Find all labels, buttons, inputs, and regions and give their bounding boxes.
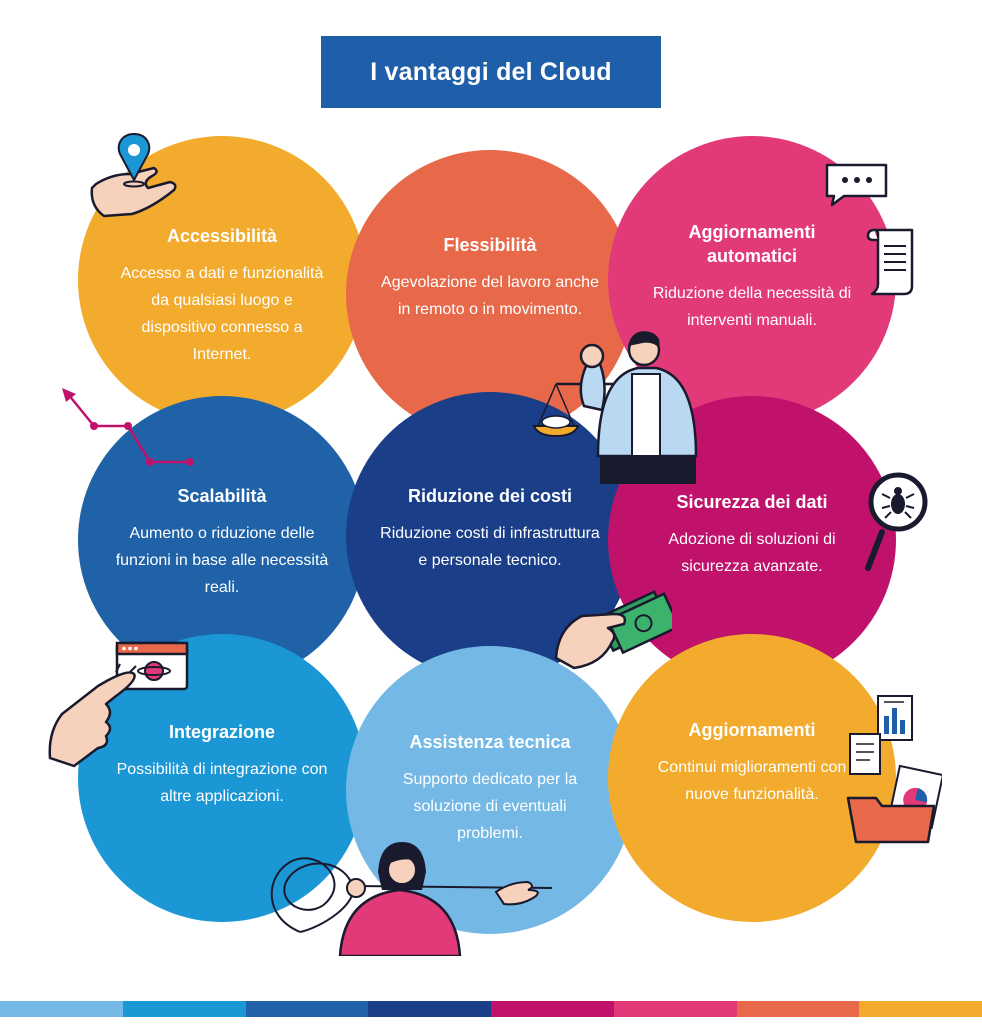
card-title: Flessibilità — [443, 235, 537, 255]
chat-bubble-icon — [825, 163, 888, 207]
card-flessibilita: Flessibilità Agevolazione del lavoro anc… — [346, 150, 634, 438]
bottom-bar-segment — [0, 1001, 123, 1017]
card-text: Continui miglioramenti con nuove funzion… — [657, 759, 847, 803]
bottom-bar-segment — [613, 1001, 737, 1017]
card-riduzione-costi: Riduzione dei costi Riduzione costi di i… — [346, 392, 634, 680]
card-title: Riduzione dei costi — [407, 486, 572, 506]
page-title: I vantaggi del Cloud — [321, 36, 661, 108]
growth-arrow-icon — [62, 388, 194, 466]
card-text: Aumento o riduzione delle funzioni in ba… — [115, 525, 329, 596]
bottom-bar-segment — [491, 1001, 614, 1017]
card-title: Assistenza tecnica — [409, 732, 571, 752]
card-aggiornamenti: Aggiornamenti Continui miglioramenti con… — [608, 634, 896, 922]
card-text: Adozione di soluzioni di sicurezza avanz… — [668, 531, 836, 575]
pointing-hand-icon — [48, 663, 137, 768]
card-title: Scalabilità — [177, 486, 267, 506]
card-text: Accesso a dati e funzionalità da qualsia… — [120, 265, 324, 363]
card-title: Integrazione — [168, 722, 275, 742]
folder-charts-icon — [846, 695, 942, 844]
bottom-bar-segment — [245, 1001, 369, 1017]
bottom-bar-segment — [368, 1001, 491, 1017]
card-title: Sicurezza dei dati — [676, 492, 828, 512]
card-title: Aggiornamenti automatici — [688, 222, 816, 266]
scroll-document-icon — [866, 228, 914, 296]
card-text: Agevolazione del lavoro anche in remoto … — [381, 274, 599, 318]
man-with-scale-icon — [532, 331, 698, 484]
bottom-bar-segment — [859, 1001, 982, 1017]
woman-untangling-icon — [270, 842, 553, 956]
bottom-color-bar — [0, 1001, 982, 1017]
magnifier-bug-icon — [865, 472, 928, 571]
hand-money-icon — [554, 590, 672, 670]
card-text: Possibilità di integrazione con altre ap… — [116, 761, 328, 805]
card-text: Riduzione della necessità di interventi … — [652, 285, 852, 329]
bottom-bar-segment — [736, 1001, 860, 1017]
card-text: Riduzione costi di infrastruttura e pers… — [380, 525, 600, 569]
card-title: Accessibilità — [166, 226, 278, 246]
bottom-bar-segment — [122, 1001, 246, 1017]
card-title: Aggiornamenti — [688, 720, 816, 740]
card-text: Supporto dedicato per la soluzione di ev… — [402, 771, 578, 842]
location-pin-icon — [90, 132, 177, 218]
